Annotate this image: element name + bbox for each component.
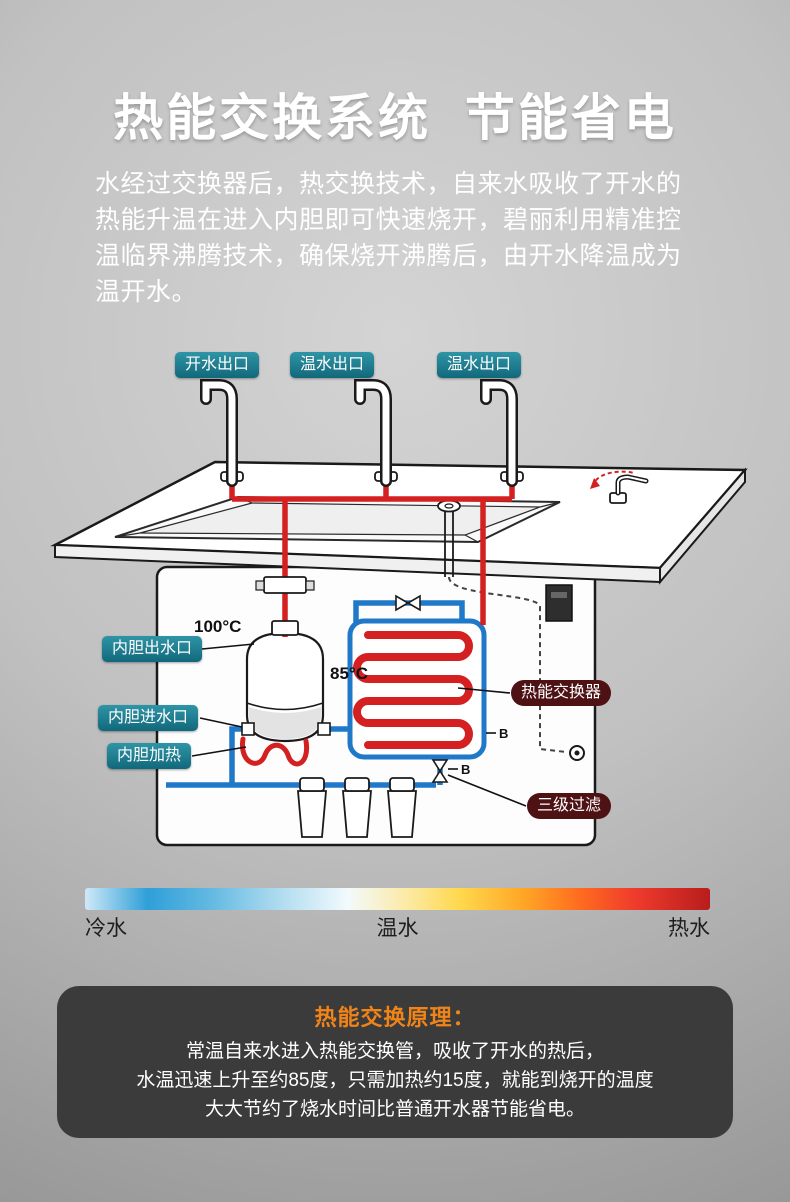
- tank-inlet-label: 内胆进水口: [98, 705, 199, 731]
- faucet-warm-2-icon: [480, 379, 524, 487]
- temp-85-label: 85°C: [330, 664, 368, 683]
- intro-paragraph: 水经过交换器后，热交换技术，自来水吸收了开水的 热能升温在进入内胆即可快速烧开，…: [95, 166, 710, 310]
- heater-element-icon: [240, 736, 310, 767]
- swivel-faucet-icon: [609, 474, 649, 504]
- drain-hose: [448, 576, 585, 761]
- principle-card: 热能交换原理： 常温自来水进入热能交换管，吸收了开水的热后， 水温迅速上升至约8…: [57, 986, 733, 1138]
- boiler-tank-icon: [245, 631, 325, 743]
- diagram-drawing: 100°C 85°C B B: [50, 379, 748, 847]
- outlet-label-boiling: 开水出口: [175, 352, 260, 378]
- principle-title: 热能交换原理：: [314, 1005, 476, 1030]
- system-diagram: 100°C 85°C B B 开水出口 温水出口 温水出口 内胆出水口 内胆进水…: [0, 345, 790, 885]
- hot-water-pipes: [229, 481, 515, 637]
- valve-top-icon: [395, 594, 421, 612]
- bar-label-warm: 温水: [376, 917, 419, 940]
- drain: [437, 499, 461, 577]
- faucet-warm-1-icon: [354, 379, 398, 487]
- principle-text: 常温自来水进入热能交换管，吸收了开水的热后， 水温迅速上升至约85度，只需加热约…: [57, 1037, 733, 1124]
- bar-label-cold: 冷水: [85, 917, 127, 940]
- heat-exchanger-icon: [347, 618, 487, 760]
- temp-100-label: 100°C: [194, 617, 241, 636]
- wall-box: [545, 584, 573, 622]
- page-title: 热能交换系统 节能省电: [113, 90, 677, 146]
- section-marker-b1: B: [499, 726, 508, 741]
- rotation-arrow-icon: [590, 470, 635, 489]
- tank-heater-label: 内胆加热: [107, 743, 192, 769]
- filter-label: 三级过滤: [527, 793, 612, 819]
- intro-line: 水经过交换器后，热交换技术，自来水吸收了开水的: [95, 170, 682, 198]
- intro-line: 温开水。: [95, 278, 198, 306]
- principle-line: 水温迅速上升至约85度，只需加热约15度，就能到烧开的温度: [136, 1070, 654, 1091]
- sink-basin: [114, 495, 561, 544]
- outlet-label-warm-2: 温水出口: [437, 352, 522, 378]
- heat-exchanger-coil: [353, 631, 473, 749]
- valve-bottom-icon: [431, 759, 449, 783]
- principle-line: 常温自来水进入热能交换管，吸收了开水的热后，: [185, 1041, 604, 1062]
- tank-fittings: [241, 576, 331, 736]
- label-pointer-lines: [191, 643, 527, 807]
- section-marker-b2: B: [461, 762, 470, 777]
- intro-line: 温临界沸腾技术，确保烧开沸腾后，由开水降温成为: [95, 242, 682, 270]
- temperature-gradient-bar: [85, 888, 710, 910]
- temperature-bar-labels: 冷水 温水 热水: [85, 912, 710, 942]
- outlet-label-warm-1: 温水出口: [290, 352, 375, 378]
- bar-label-hot: 热水: [668, 917, 710, 940]
- intro-line: 热能升温在进入内胆即可快速烧开，碧丽利用精准控: [95, 206, 682, 234]
- faucet-boiling-icon: [200, 379, 244, 487]
- principle-line: 大大节约了烧水时间比普通开水器节能省电。: [204, 1099, 585, 1120]
- heat-exchanger-label: 热能交换器: [511, 680, 612, 706]
- tank-outlet-label: 内胆出水口: [102, 636, 203, 662]
- filter-cartridges-icon: [297, 777, 417, 838]
